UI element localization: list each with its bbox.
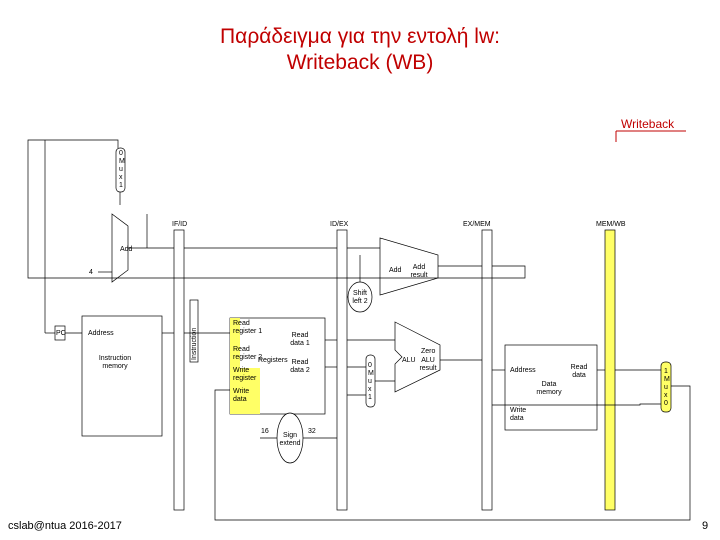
alu-zero-label: Zero [421,348,436,355]
register-file-highlight-2 [240,368,260,414]
data-memory [504,344,598,431]
instruction-memory [81,315,163,437]
ex-mem-register [481,229,493,511]
imem-name-label: Instruction memory [98,355,132,370]
wires [27,139,691,521]
title-line-2: Writeback (WB) [286,51,434,74]
read-register-2-label: Read register 2 [233,346,263,361]
constant-four: 4 [89,269,93,276]
dmem-read-data-label: Read data [570,364,588,379]
dmem-name-label: Data memory [536,381,562,396]
mux-pc-source [115,147,126,193]
pc-label: PC [56,330,66,337]
add-branch-label: Add [389,267,402,274]
shift-left-2-label: Shift left 2 [352,290,368,305]
register-file-highlight [230,318,240,414]
sign-extend-in-bits: 16 [261,428,269,435]
page-number: 9 [702,520,709,532]
reg-label-mem-wb: MEM/WB [596,221,626,228]
read-data-2-label: Read data 2 [290,359,310,374]
add-result-label: Add result [410,264,428,279]
dmem-address-label: Address [510,367,536,374]
instruction-bus-label: Instruction [191,327,198,360]
write-register-label: Write register [233,367,257,382]
id-ex-register [336,229,348,511]
sign-extend-out-bits: 32 [308,428,316,435]
reg-label-ex-mem: EX/MEM [463,221,491,228]
add-pc-label: Add [120,246,133,253]
add-pc-adder [111,213,129,283]
alu [394,321,441,393]
mem-wb-register [604,229,616,511]
title-line-1: Παράδειγμα για την εντολή lw: [220,25,500,48]
reg-label-if-id: IF/ID [172,221,188,228]
alu-label: ALU [402,357,416,364]
imem-address-label: Address [88,330,114,337]
writeback-stage-label: Writeback [621,117,675,131]
read-data-1-label: Read data 1 [290,332,310,347]
write-data-label: Write data [233,388,250,403]
sign-extend-label: Sign extend [279,432,301,447]
registers-label: Registers [258,357,288,364]
read-register-1-label: Read register 1 [233,320,263,335]
reg-label-id-ex: ID/EX [330,221,349,228]
mux-mem-to-reg [660,361,672,413]
slide-title: Παράδειγμα για την εντολή lw: Writeback … [0,24,720,76]
dmem-write-data-label: Write data [510,407,527,422]
if-id-register [173,229,185,511]
footer-left: cslab@ntua 2016-2017 [8,520,122,532]
instruction-bus [189,299,199,363]
alu-result-label: ALU result [419,357,437,372]
